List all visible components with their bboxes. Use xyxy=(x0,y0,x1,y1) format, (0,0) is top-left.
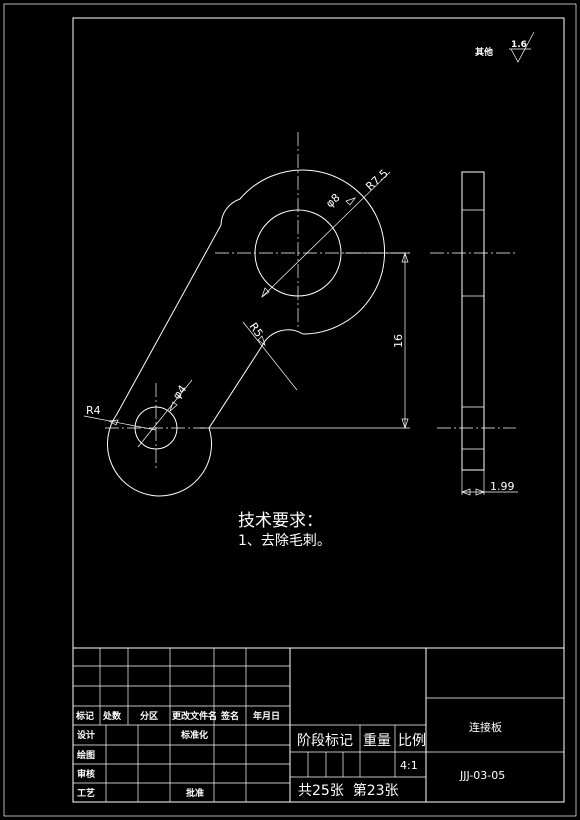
row-design: 设计 xyxy=(77,729,95,741)
scale-label: 比例 xyxy=(398,733,426,749)
leader-d4 xyxy=(137,379,193,448)
inner-frame xyxy=(72,17,565,803)
hdr-sign: 签名 xyxy=(220,710,239,722)
requirement-1: 1、去除毛刺。 xyxy=(238,533,331,549)
drawing-number: JJJ-03-05 xyxy=(459,769,505,782)
weight-label: 重量 xyxy=(363,733,391,749)
hdr-date: 年月日 xyxy=(253,710,280,722)
arrow-r5 xyxy=(257,335,266,346)
arrow-r4 xyxy=(107,419,119,426)
row-standard: 标准化 xyxy=(180,729,208,741)
roughness-label: 其他 xyxy=(475,46,493,58)
part-outline xyxy=(107,169,386,497)
dim-d8: φ8 xyxy=(323,191,342,210)
small-hole xyxy=(134,406,178,450)
arrow-16-bottom xyxy=(401,418,409,430)
leader-large xyxy=(261,171,391,298)
arrow-thickness-left xyxy=(461,488,471,496)
hdr-zone: 分区 xyxy=(140,710,158,722)
arrow-thickness-right xyxy=(475,488,485,496)
requirements-heading: 技术要求： xyxy=(238,511,323,531)
side-view: 1.99 xyxy=(430,171,518,496)
row-approve: 批准 xyxy=(186,787,204,799)
arrow-16-top xyxy=(401,251,409,263)
dim-r5: R5 xyxy=(247,320,266,339)
leader-r5 xyxy=(242,321,298,391)
sheet-count: 共25张 第23张 xyxy=(298,782,399,799)
roughness-check-icon xyxy=(509,31,535,63)
row-check: 审核 xyxy=(77,768,95,780)
roughness-value: 1.6 xyxy=(511,40,527,50)
dim-r4: R4 xyxy=(86,404,101,417)
part-name: 连接板 xyxy=(469,720,502,734)
row-process: 工艺 xyxy=(77,787,95,799)
arrow-d4 xyxy=(169,401,178,413)
arrow-r7-5 xyxy=(345,197,356,206)
dim-r7-5: R7.5 xyxy=(363,167,390,193)
scale-value: 4:1 xyxy=(400,759,418,772)
hdr-count: 处数 xyxy=(102,710,122,722)
side-outline xyxy=(461,171,485,471)
row-draw: 绘图 xyxy=(77,749,95,761)
main-view: R7.5 φ8 R5 R4 φ4 16 xyxy=(83,132,410,497)
dim-d4: φ4 xyxy=(170,383,189,402)
hdr-mark: 标记 xyxy=(75,710,94,722)
dim-16: 16 xyxy=(392,334,405,348)
roughness-symbol: 其他 1.6 xyxy=(475,31,535,63)
leader-r4 xyxy=(83,415,157,431)
outer-frame xyxy=(3,3,577,817)
large-hole xyxy=(254,209,342,297)
stage-mark-label: 阶段标记 xyxy=(297,733,353,749)
title-block: 标记 处数 分区 更改文件名 签名 年月日 设计 标准化 绘图 审核 工艺 批准… xyxy=(72,647,565,803)
dim-thickness: 1.99 xyxy=(490,480,515,493)
hdr-doc: 更改文件名 xyxy=(172,710,217,722)
arrow-d8 xyxy=(261,287,270,298)
